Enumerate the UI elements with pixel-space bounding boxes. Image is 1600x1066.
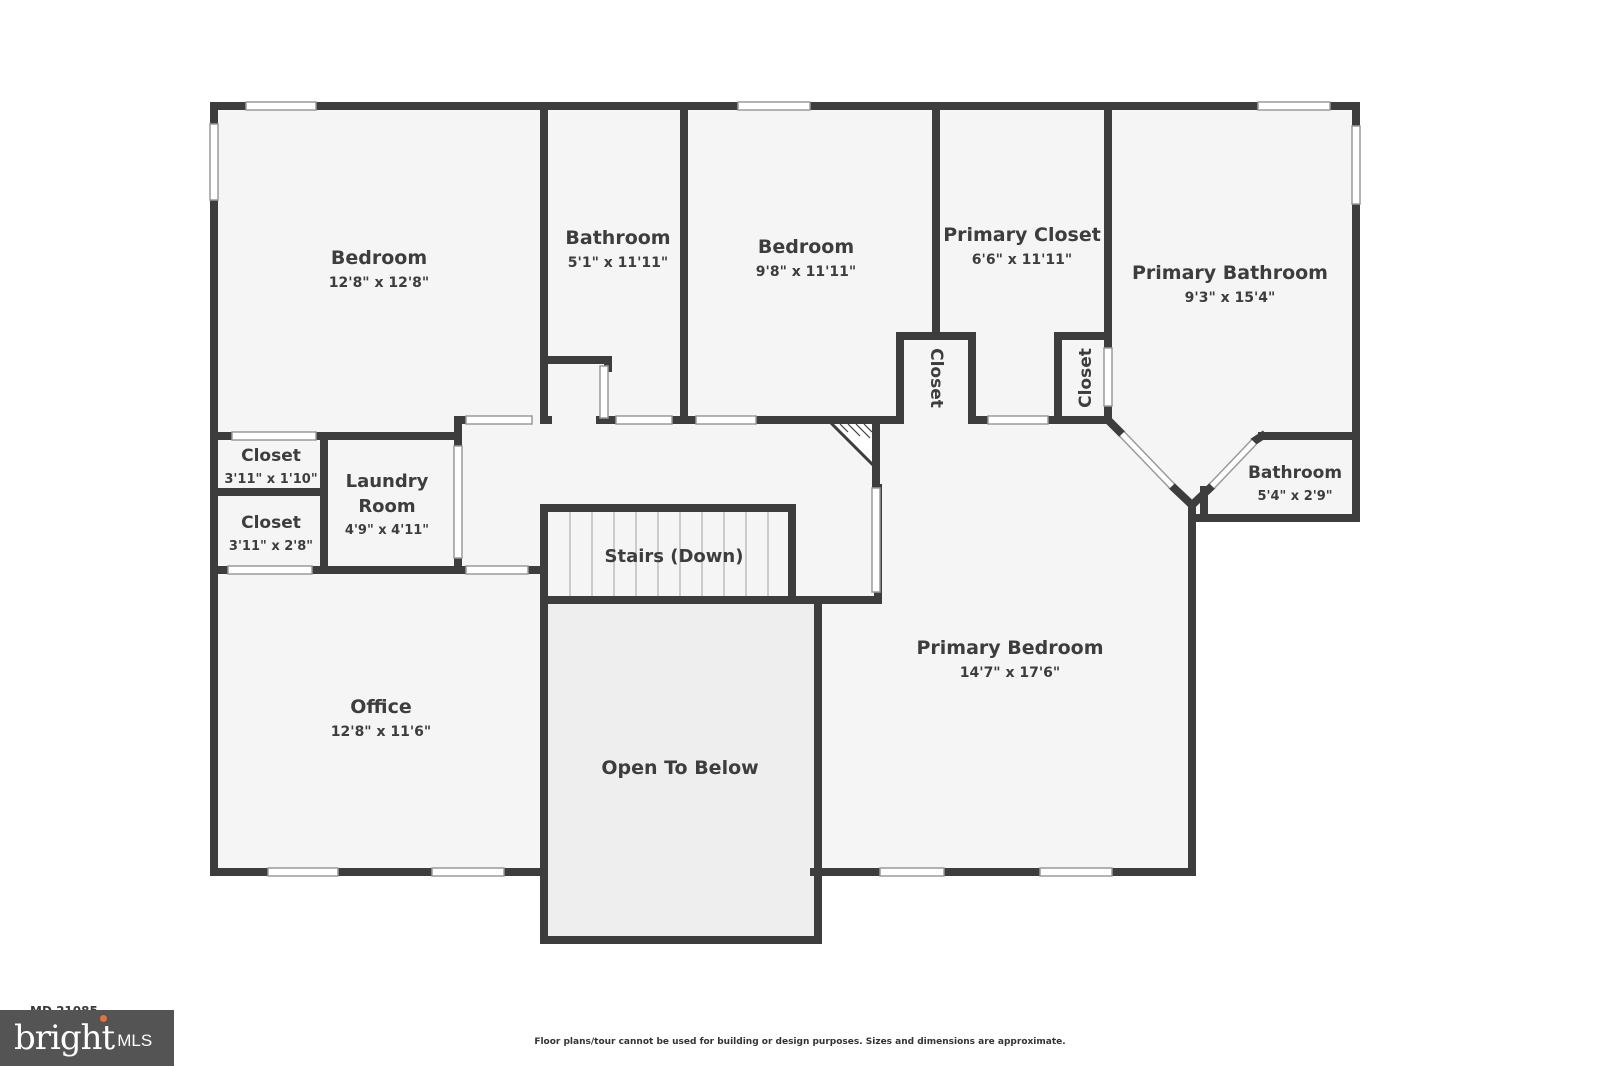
room-name: Closet	[1076, 348, 1096, 408]
room-dims: 9'8" x 11'11"	[756, 264, 856, 280]
room-labels: Bedroom 12'8" x 12'8" Bathroom 5'1" x 11…	[224, 224, 1342, 779]
bright-mls-logo: bright MLS	[0, 1010, 174, 1066]
logo-dot-icon	[100, 1014, 108, 1022]
room-name: Primary Closet	[943, 224, 1101, 246]
room-dims: 3'11" x 1'10"	[224, 472, 317, 487]
room-name: Primary Bedroom	[916, 637, 1103, 659]
room-dims: 5'1" x 11'11"	[568, 255, 668, 271]
room-dims: 12'8" x 11'6"	[331, 724, 431, 740]
disclaimer-text: Floor plans/tour cannot be used for buil…	[534, 1037, 1066, 1047]
room-name: Bedroom	[758, 236, 854, 258]
room-name: Open To Below	[601, 757, 758, 779]
room-name: Bathroom	[565, 227, 670, 249]
logo-word: bright	[14, 1018, 115, 1058]
room-name: Laundry	[346, 471, 429, 492]
room-dims: 5'4" x 2'9"	[1257, 489, 1332, 504]
room-name: Closet	[241, 446, 301, 466]
room-dims: 4'9" x 4'11"	[345, 523, 429, 538]
open-to-below-area	[547, 600, 815, 937]
room-name: Closet	[926, 348, 946, 408]
logo-suffix: MLS	[117, 1031, 153, 1050]
room-name: Stairs (Down)	[605, 546, 744, 567]
room-name: Room	[358, 496, 415, 517]
room-dims: 3'11" x 2'8"	[229, 539, 313, 554]
windows	[209, 101, 1361, 877]
room-dims: 6'6" x 11'11"	[972, 252, 1072, 268]
room-dims: 12'8" x 12'8"	[329, 275, 429, 291]
room-name: Closet	[241, 513, 301, 533]
room-dims: 14'7" x 17'6"	[960, 665, 1060, 681]
room-name: Office	[350, 696, 412, 718]
room-name: Primary Bathroom	[1132, 262, 1328, 284]
room-dims: 9'3" x 15'4"	[1185, 290, 1276, 306]
room-name: Bathroom	[1248, 463, 1342, 483]
room-name: Bedroom	[331, 247, 427, 269]
stair-treads	[569, 512, 769, 597]
